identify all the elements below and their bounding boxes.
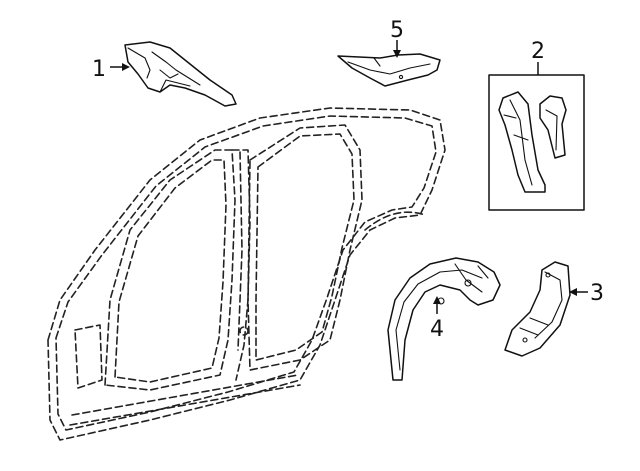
part-2-inset-box [488,74,585,211]
arrow-head-5 [393,50,401,58]
arrow-head-3 [569,288,577,296]
part-1-upper-panel [124,41,237,107]
arrow-head-1 [122,63,130,71]
part-5-splash-shield [337,53,441,87]
callout-3: 3 [590,281,604,306]
arrow-head-4 [433,296,441,304]
callout-5: 5 [390,18,404,43]
part-4-wheelhouse [387,257,501,381]
callout-2: 2 [531,39,545,64]
body-side-outline [47,107,446,441]
callout-4: 4 [430,317,444,342]
callout-arrows [110,40,588,314]
part-3-bracket [504,261,571,357]
callout-1: 1 [92,57,106,82]
